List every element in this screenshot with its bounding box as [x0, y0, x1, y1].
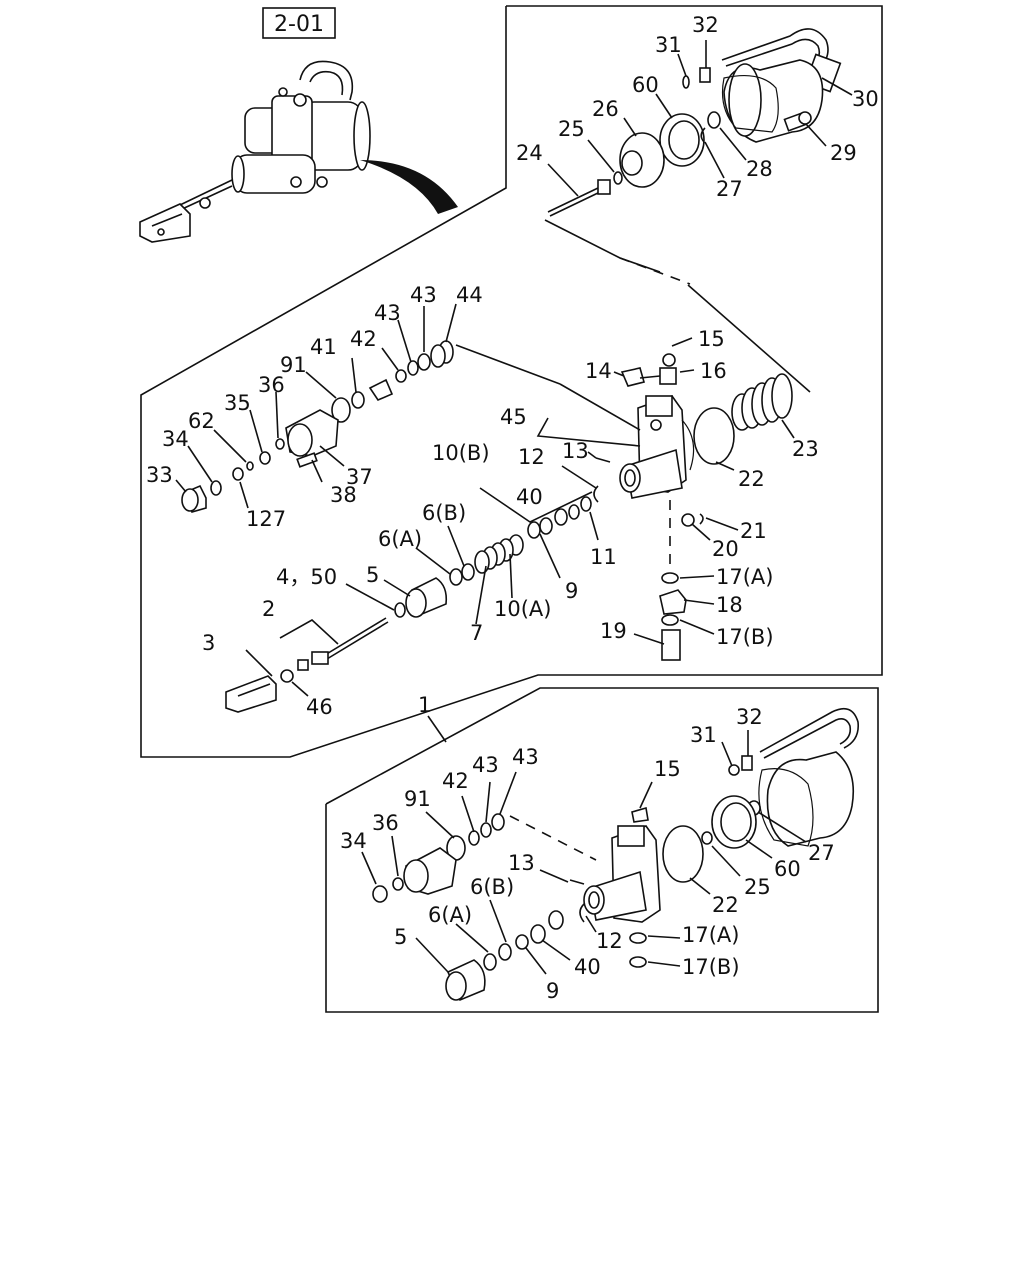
callout: 11	[590, 545, 617, 569]
callout: 16	[700, 359, 727, 383]
callout: 9	[546, 979, 559, 1003]
top-divider	[544, 219, 661, 273]
bracket-45	[536, 417, 641, 447]
reference-box: 2-01	[262, 7, 336, 39]
callout: 25	[744, 875, 771, 899]
callout: 17(A)	[682, 923, 739, 947]
callout: 12	[518, 445, 545, 469]
bottom-section-parts	[372, 707, 860, 1002]
callout: 43	[472, 753, 499, 777]
callout: 27	[716, 177, 743, 201]
callout: 36	[372, 811, 399, 835]
callout: 10(A)	[494, 597, 551, 621]
callout: 38	[330, 483, 357, 507]
callout: 13	[508, 851, 535, 875]
callout: 46	[306, 695, 333, 719]
callout: 2	[262, 597, 275, 621]
callout: 13	[562, 439, 589, 463]
middle-callouts: 43 43 44 41 42 91 35 36 62 34 33 127 37 …	[146, 283, 819, 719]
callout: 20	[712, 537, 739, 561]
middle-section-parts	[181, 340, 793, 713]
top-section-parts	[547, 28, 842, 217]
callout: 43	[410, 283, 437, 307]
callout: 9	[565, 579, 578, 603]
callout: 5	[394, 925, 407, 949]
callout: 34	[162, 427, 189, 451]
callout: 40	[516, 485, 543, 509]
callout: 27	[808, 841, 835, 865]
callout: 5	[366, 563, 379, 587]
callout: 33	[146, 463, 173, 487]
bracket-2	[279, 619, 339, 645]
callout: 29	[830, 141, 857, 165]
callout: 43	[374, 301, 401, 325]
callout: 3	[202, 631, 215, 655]
assembled-unit-drawing	[139, 60, 371, 243]
callout: 31	[690, 723, 717, 747]
callout: 14	[585, 359, 612, 383]
callout: 12	[596, 929, 623, 953]
callout: 6(B)	[470, 875, 514, 899]
bottom-frame	[325, 687, 879, 1013]
callout: 127	[246, 507, 286, 531]
callout: 40	[574, 955, 601, 979]
callout: 91	[280, 353, 307, 377]
callout: 7	[470, 621, 483, 645]
callout: 62	[188, 409, 215, 433]
callout: 44	[456, 283, 483, 307]
bottom-callouts: 1 31 32 15 43 43 42 91 36 34 27 60 25 22…	[340, 693, 835, 1003]
callout: 43	[512, 745, 539, 769]
callout: 4，50	[276, 565, 337, 589]
leader-lines	[175, 40, 853, 975]
callout: 35	[224, 391, 251, 415]
callout: 22	[738, 467, 765, 491]
callout: 6(A)	[428, 903, 472, 927]
callout: 60	[632, 73, 659, 97]
callout: 19	[600, 619, 627, 643]
callout: 10(B)	[432, 441, 490, 465]
callout: 15	[654, 757, 681, 781]
bracket-40	[479, 487, 593, 523]
callout: 17(A)	[716, 565, 773, 589]
callout: 41	[310, 335, 337, 359]
callout: 32	[692, 13, 719, 37]
callout: 1	[418, 693, 431, 717]
callout: 28	[746, 157, 773, 181]
callout: 17(B)	[682, 955, 740, 979]
callout: 18	[716, 593, 743, 617]
exploded-view-frame	[140, 5, 883, 758]
callout: 34	[340, 829, 367, 853]
callout: 32	[736, 705, 763, 729]
callout: 36	[258, 373, 285, 397]
callout: 22	[712, 893, 739, 917]
callout: 6(B)	[422, 501, 466, 525]
callout: 37	[346, 465, 373, 489]
callout: 31	[655, 33, 682, 57]
callout: 15	[698, 327, 725, 351]
callout: 17(B)	[716, 625, 774, 649]
callout: 23	[792, 437, 819, 461]
callout: 42	[350, 327, 377, 351]
callout: 26	[592, 97, 619, 121]
callout: 6(A)	[378, 527, 422, 551]
callout: 60	[774, 857, 801, 881]
callout: 30	[852, 87, 879, 111]
callout: 45	[500, 405, 527, 429]
callout: 21	[740, 519, 767, 543]
callout: 42	[442, 769, 469, 793]
callout: 25	[558, 117, 585, 141]
callout: 24	[516, 141, 543, 165]
callout: 91	[404, 787, 431, 811]
reference-label: 2-01	[274, 12, 324, 37]
pointer-arrow	[360, 160, 458, 214]
top-callouts: 32 31 30 60 26 25 24 29 28 27	[516, 13, 879, 201]
